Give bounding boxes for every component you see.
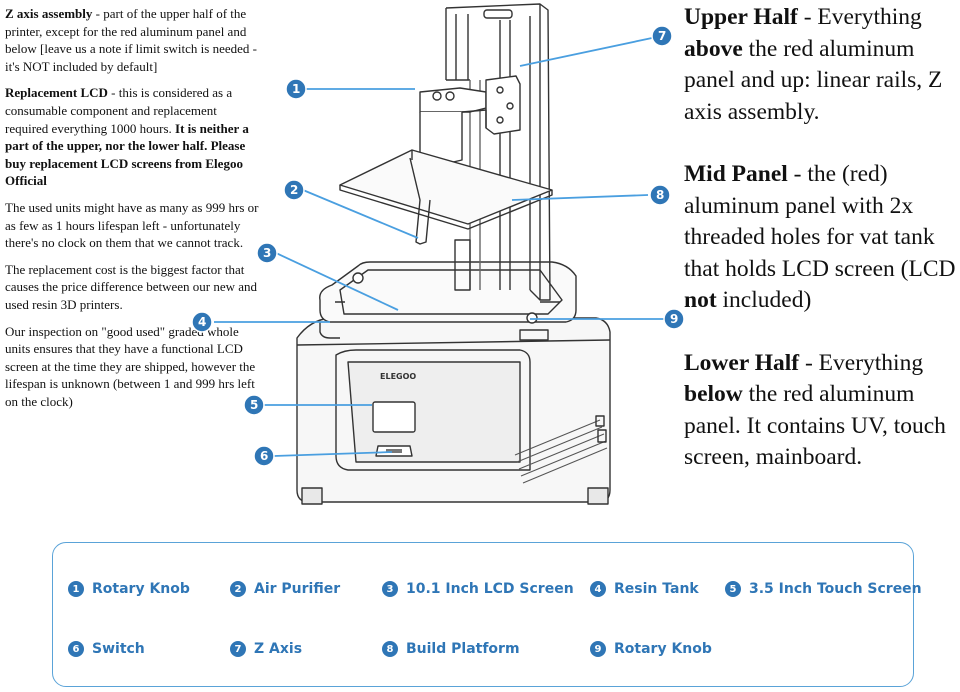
- svg-text:6: 6: [260, 449, 268, 463]
- svg-text:5: 5: [250, 398, 258, 412]
- note-z-axis: Z axis assembly - part of the upper half…: [5, 6, 257, 74]
- printer-brand-label: ELEGOO: [380, 372, 416, 381]
- callout-1: 1: [285, 78, 307, 100]
- callout-6: 6: [253, 445, 275, 467]
- callout-markers: 1 2 3 4 5 6 7 8 9: [191, 25, 685, 467]
- printer-diagram: ELEGOO: [191, 3, 685, 505]
- note-used-units: The used units might have as many as 999…: [5, 199, 259, 251]
- note-inspection: Our inspection on "good used" graded who…: [5, 323, 256, 409]
- build-platform: [339, 149, 553, 245]
- callout-2: 2: [283, 179, 305, 201]
- touch-screen: [372, 401, 416, 433]
- callout-7: 7: [651, 25, 673, 47]
- z-axis-tower: [445, 3, 551, 301]
- callout-3: 3: [256, 242, 278, 264]
- callout-5: 5: [243, 394, 265, 416]
- callout-8: 8: [649, 184, 671, 206]
- svg-text:3: 3: [263, 246, 271, 260]
- svg-text:1: 1: [292, 82, 300, 96]
- left-notes: Z axis assembly - part of the upper half…: [5, 5, 263, 419]
- printer-base: [296, 317, 611, 505]
- svg-text:4: 4: [198, 315, 206, 329]
- note-lower-half: Lower Half - Everything below the red al…: [684, 349, 946, 471]
- svg-text:2: 2: [290, 183, 298, 197]
- note-mid-panel: Mid Panel - the (red) aluminum panel wit…: [684, 161, 956, 313]
- callout-4: 4: [191, 311, 213, 333]
- note-lcd: Replacement LCD - this is considered as …: [5, 85, 249, 189]
- svg-text:8: 8: [656, 188, 664, 202]
- svg-text:9: 9: [670, 312, 678, 326]
- right-notes: Upper Half - Everything above the red al…: [684, 2, 956, 505]
- note-cost: The replacement cost is the biggest fact…: [5, 261, 258, 312]
- note-upper-half: Upper Half - Everything above the red al…: [684, 4, 943, 125]
- svg-text:7: 7: [658, 29, 666, 43]
- resin-tank: [319, 261, 577, 341]
- callout-9: 9: [663, 308, 685, 330]
